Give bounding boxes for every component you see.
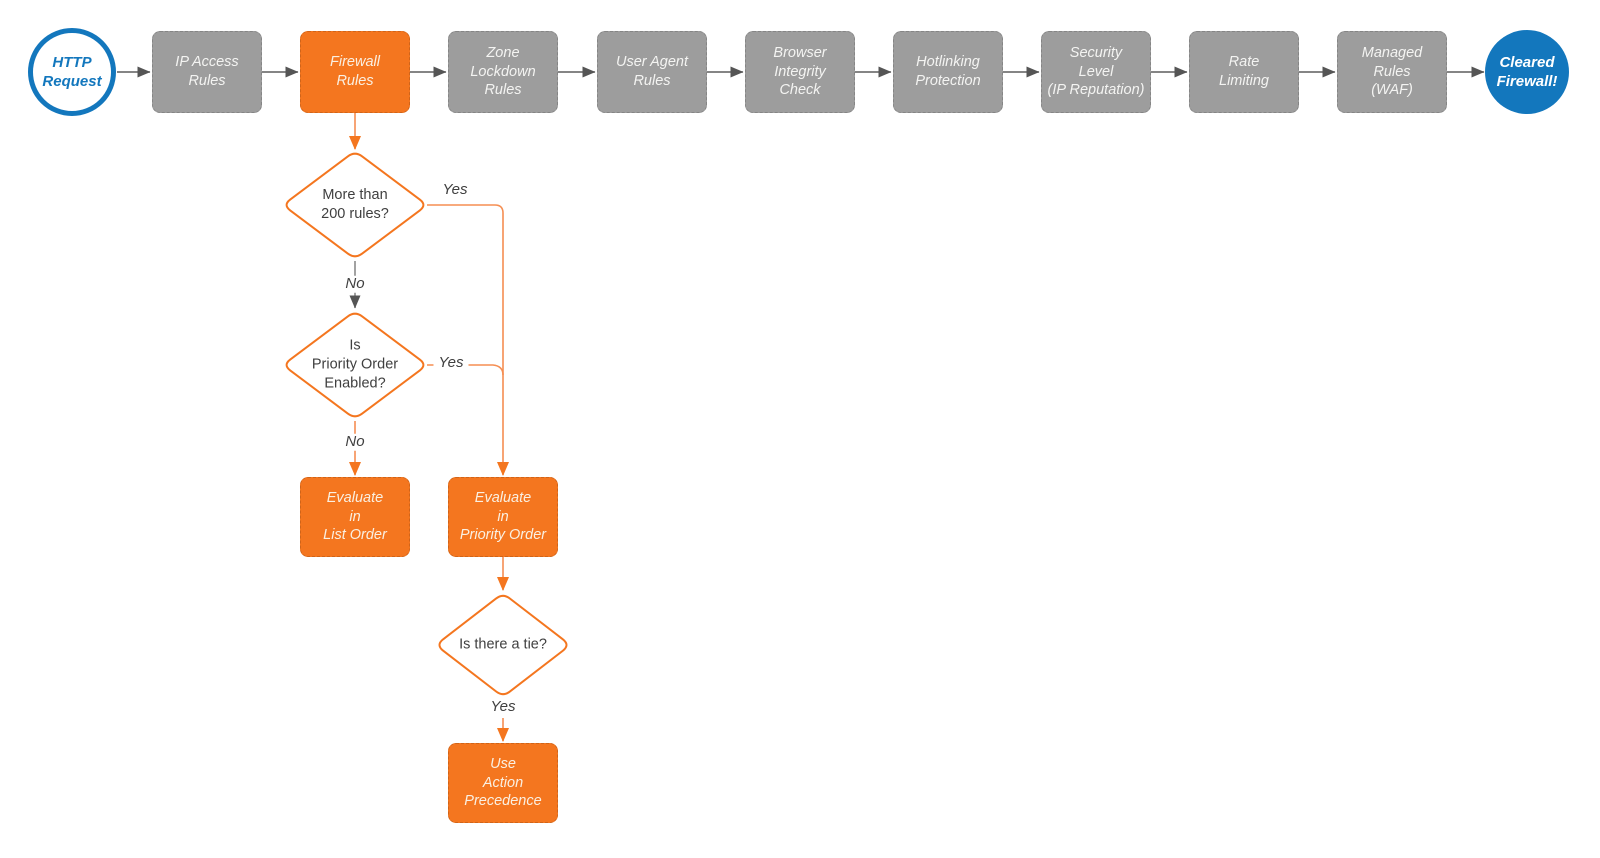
- node-managed-rules-waf: Managed Rules (WAF): [1337, 31, 1447, 113]
- node-use-action-precedence: Use Action Precedence: [448, 743, 558, 823]
- decision-more-than-200-rules-shape: [285, 152, 425, 258]
- edge-label-tie-yes: Yes: [485, 698, 521, 716]
- node-ip-access-rules: IP Access Rules: [152, 31, 262, 113]
- edge-label-more-than-200-no: No: [340, 275, 370, 293]
- node-security-level: Security Level (IP Reputation): [1041, 31, 1151, 113]
- node-evaluate-in-priority-order: Evaluate in Priority Order: [448, 477, 558, 557]
- node-http-request: HTTP Request: [28, 28, 116, 116]
- node-rate-limiting: Rate Limiting: [1189, 31, 1299, 113]
- decision-more-than-200-rules-label: More than 200 rules?: [321, 186, 389, 222]
- node-cleared-firewall: Cleared Firewall!: [1485, 30, 1569, 114]
- node-hotlinking-protection: Hotlinking Protection: [893, 31, 1003, 113]
- node-evaluate-in-list-order: Evaluate in List Order: [300, 477, 410, 557]
- edge-label-more-than-200-yes: Yes: [437, 181, 473, 199]
- decision-priority-order-enabled-shape: [285, 312, 425, 418]
- edge-priorityenabled-yes-join: [427, 364, 504, 376]
- decision-is-there-a-tie-shape: [438, 594, 568, 696]
- edge-decision200-yes-to-priorityorder: [427, 204, 509, 476]
- decision-is-there-a-tie-label: Is there a tie?: [459, 636, 547, 653]
- node-browser-integrity-check: Browser Integrity Check: [745, 31, 855, 113]
- edge-label-priority-enabled-yes: Yes: [433, 354, 469, 372]
- node-firewall-rules: Firewall Rules: [300, 31, 410, 113]
- node-zone-lockdown-rules: Zone Lockdown Rules: [448, 31, 558, 113]
- node-user-agent-rules: User Agent Rules: [597, 31, 707, 113]
- decision-priority-order-enabled-label: Is Priority Order Enabled?: [311, 337, 399, 392]
- edge-label-priority-enabled-no: No: [340, 433, 370, 451]
